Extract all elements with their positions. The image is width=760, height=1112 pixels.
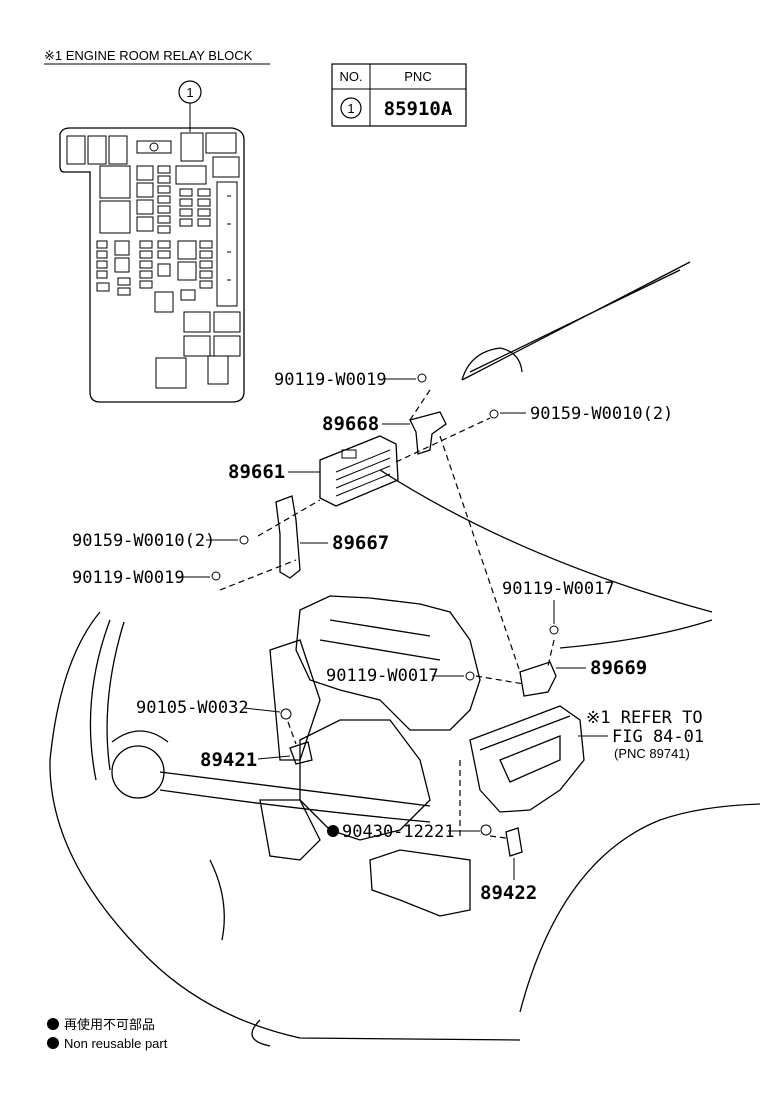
pnc-table-row-pnc: 85910A [384,98,453,120]
part-label-90430-12221: 90430-12221 [342,822,455,842]
legend-en-marker-icon [47,1037,59,1049]
ecu-drawing [319,435,399,507]
leader-line [243,707,281,713]
pnc-table-row-circle [340,97,362,119]
assembly-lines [219,389,555,840]
pnc-table-row-no: 1 [347,101,354,116]
leader-line [257,755,291,760]
part-label-90119-w0019-left: 90119-W0019 [72,568,185,588]
part-label-89421: 89421 [200,749,257,771]
legend-jp: 再使用不可部品 [64,1017,155,1032]
part-label-90119-w0017-mid: 90119-W0017 [326,666,439,686]
refer-note-line3: (PNC 89741) [614,746,690,761]
non-reusable-marker-icon [327,825,339,837]
refer-note-line1: ※1 REFER TO [586,708,703,728]
legend-jp-marker-icon [47,1018,59,1030]
part-label-89422: 89422 [480,882,537,904]
part-label-90119-w0017-right: 90119-W0017 [502,579,615,599]
bracket-89669-drawing [519,661,557,697]
pnc-table-header-pnc: PNC [404,69,431,84]
relay-block-title: ※1 ENGINE ROOM RELAY BLOCK [44,48,253,63]
relay-callout-number: 1 [186,85,193,100]
pnc-table: NO. PNC 1 85910A [331,63,467,127]
part-label-90119-w0019-top: 90119-W0019 [274,370,387,390]
part-label-89661: 89661 [228,461,285,483]
part-label-90105-w0032: 90105-W0032 [136,698,249,718]
bolt-icon [239,535,249,545]
vehicle-body-drawing [49,261,760,1047]
part-label-89668: 89668 [322,413,379,435]
sensor-89421-drawing [280,708,313,765]
bracket-89668-drawing [409,411,447,455]
bolt-icon [489,409,499,419]
bracket-89667-drawing [275,495,301,579]
relay-block-drawing [59,127,245,403]
refer-note-line2: FIG 84-01 [612,727,704,747]
bolt-icon [465,671,475,681]
bolt-icon [549,625,559,635]
part-label-89669: 89669 [590,657,647,679]
part-label-90159-w0010-right: 90159-W0010(2) [530,404,673,424]
bolt-icon [417,373,427,383]
pnc-table-header-no: NO. [339,69,362,84]
part-label-89667: 89667 [332,532,389,554]
bolt-icon [211,571,221,581]
part-label-90159-w0010-left: 90159-W0010(2) [72,531,215,551]
legend-en: Non reusable part [64,1036,168,1051]
sensor-89422-drawing [480,824,523,857]
